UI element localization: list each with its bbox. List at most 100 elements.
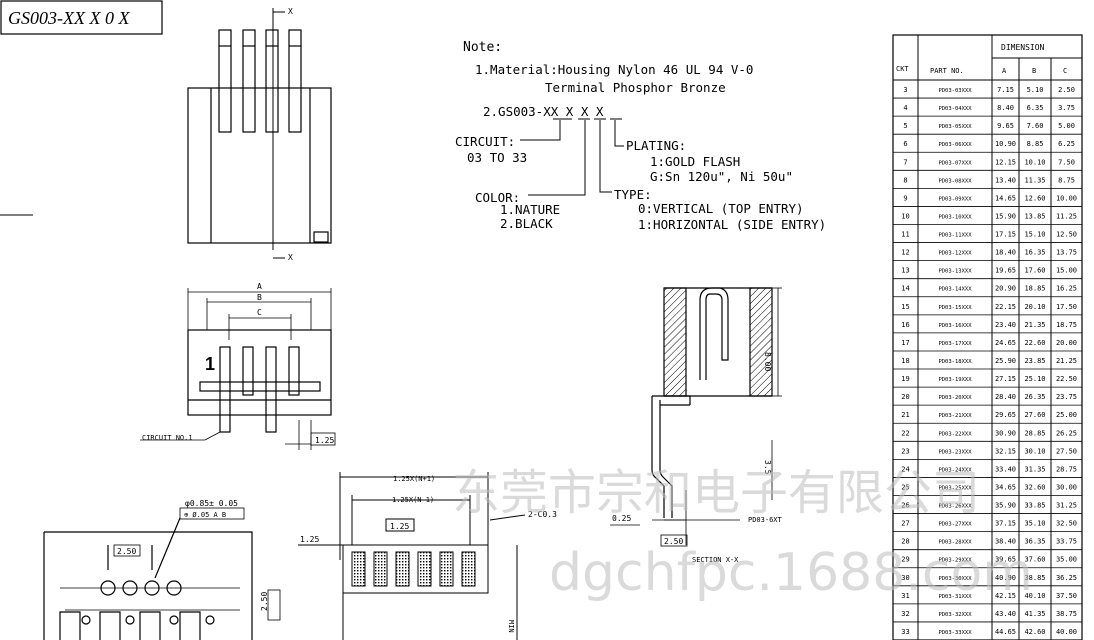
table-cell-a: 42.15 [995,592,1016,600]
table-cell-a: 34.65 [995,483,1016,491]
table-cell-b: 17.60 [1024,267,1045,275]
table-cell-ckt: 26 [901,502,909,510]
dim-250-b-label: 2.50 [260,592,269,611]
table-cell-a: 12.15 [995,158,1016,166]
type-option-0: 0:VERTICAL (TOP ENTRY) [638,201,804,216]
table-cell-a: 18.40 [995,249,1016,257]
table-cell-c: 23.75 [1056,393,1077,401]
table-cell-a: 40.90 [995,574,1016,582]
table-cell-c: 13.75 [1056,249,1077,257]
table-cell-b: 21.35 [1024,321,1045,329]
table-cell-ckt: 21 [901,411,909,419]
chamfer-label: 2-C0.3 [528,510,557,519]
table-cell-b: 37.60 [1024,556,1045,564]
table-cell-b: 12.60 [1024,194,1045,202]
table-cell-ckt: 14 [901,285,909,293]
table-cell-b: 32.60 [1024,483,1045,491]
table-cell-c: 28.75 [1056,465,1077,473]
type-label: TYPE: [614,187,652,202]
table-cell-part: PD03-03XXX [938,88,972,94]
table-cell-c: 16.25 [1056,285,1077,293]
table-cell-part: PD03-06XXX [938,142,972,148]
table-cell-ckt: 33 [901,628,909,636]
table-cell-a: 7.15 [997,86,1014,94]
table-cell-a: 14.65 [995,194,1016,202]
x-mark-top: X [288,7,293,16]
table-cell-ckt: 27 [901,520,909,528]
table-cell-c: 7.50 [1058,158,1075,166]
table-cell-part: PD03-19XXX [938,377,972,383]
table-cell-c: 27.50 [1056,447,1077,455]
color-option-2: 2.BLACK [500,216,553,231]
table-cell-ckt: 13 [901,267,909,275]
table-cell-c: 37.50 [1056,592,1077,600]
table-cell-a: 37.15 [995,520,1016,528]
table-cell-part: PD03-22XXX [938,431,972,437]
dim-a-label: A [257,282,262,291]
section-label: SECTION X-X [692,556,739,564]
table-cell-b: 33.85 [1024,502,1045,510]
dim-250-a-label: 2.50 [117,547,136,556]
table-cell-part: PD03-21XXX [938,413,972,419]
table-cell-b: 5.10 [1027,86,1044,94]
table-cell-part: PD03-08XXX [938,178,972,184]
table-cell-b: 6.35 [1027,104,1044,112]
table-cell-ckt: 23 [901,447,909,455]
table-cell-c: 12.50 [1056,231,1077,239]
table-cell-ckt: 24 [901,465,909,473]
material-line-1: 1.Material:Housing Nylon 46 UL 94 V-0 [475,62,753,77]
table-cell-a: 25.90 [995,357,1016,365]
dim-800-label: 8.00 [763,352,772,371]
table-cell-ckt: 15 [901,303,909,311]
watermark-url: dgchfpc.1688.com [549,543,1033,603]
table-cell-ckt: 31 [901,592,909,600]
table-cell-a: 15.90 [995,212,1016,220]
table-cell-b: 36.35 [1024,538,1045,546]
dim-b-label: B [257,293,262,302]
pitch-125-label: 1.25 [315,436,334,445]
table-cell-part: PD03-05XXX [938,124,972,130]
table-cell-c: 22.50 [1056,375,1077,383]
table-cell-a: 19.65 [995,267,1016,275]
table-cell-part: PD03-04XXX [938,106,972,112]
table-cell-b: 41.35 [1024,610,1045,618]
table-cell-ckt: 4 [903,104,907,112]
watermark-company: 东莞市宗和电子有限公司 [452,465,980,521]
notes-block: Note: 1.Material:Housing Nylon 46 UL 94 … [455,40,826,232]
pcb-layout [43,507,281,640]
table-cell-part: PD03-24XXX [938,467,972,473]
table-header-part: PART NO. [930,67,964,75]
table-cell-part: PD03-30XXX [938,576,972,582]
table-header-b: B [1032,67,1036,75]
table-cell-part: PD03-07XXX [938,160,972,166]
table-cell-c: 3.75 [1058,104,1075,112]
table-cell-part: PD03-14XXX [938,287,972,293]
pitch-view [298,472,526,640]
table-cell-c: 26.25 [1056,429,1077,437]
table-cell-b: 10.10 [1024,158,1045,166]
dim-250-c-label: 2.50 [664,537,683,546]
table-cell-a: 33.40 [995,465,1016,473]
table-cell-c: 17.50 [1056,303,1077,311]
table-cell-c: 25.00 [1056,411,1077,419]
watermark: 东莞市宗和电子有限公司 dgchfpc.1688.com [452,465,1033,603]
table-cell-part: PD03-10XXX [938,214,972,220]
table-cell-c: 35.00 [1056,556,1077,564]
table-cell-ckt: 18 [901,357,909,365]
table-cell-a: 20.90 [995,285,1016,293]
table-cell-part: PD03-13XXX [938,269,972,275]
table-cell-part: PD03-12XXX [938,251,972,257]
hole-dia-label: φ0.85± 0.05 [185,499,238,508]
table-cell-b: 26.35 [1024,393,1045,401]
side-view-vertical [187,8,332,259]
table-cell-c: 18.75 [1056,321,1077,329]
material-line-2: Terminal Phosphor Bronze [545,80,726,95]
table-header-dimension: DIMENSION [1001,43,1045,52]
table-cell-b: 7.60 [1027,122,1044,130]
table-cell-b: 25.10 [1024,375,1045,383]
dim-025-label: 0.25 [612,514,631,523]
table-cell-b: 22.60 [1024,339,1045,347]
pin-one-marker: 1 [205,354,215,374]
table-cell-a: 43.40 [995,610,1016,618]
table-cell-part: PD03-31XXX [938,594,972,600]
